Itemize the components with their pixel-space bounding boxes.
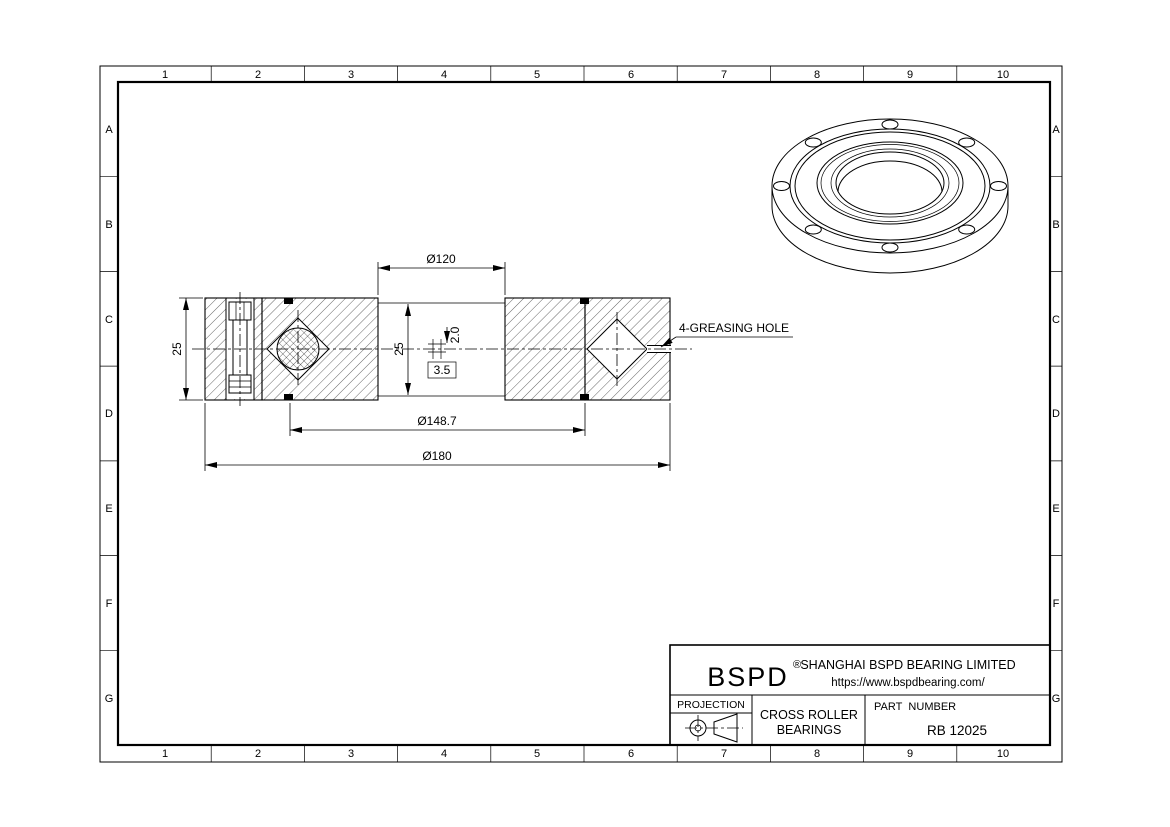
title-block: BSPD ® SHANGHAI BSPD BEARING LIMITED htt… — [669, 644, 1051, 746]
product-name-line2: BEARINGS — [777, 723, 842, 737]
grid-col-label: 1 — [162, 748, 168, 760]
grid-row-label: B — [105, 219, 112, 231]
raceway-gap-edge — [794, 131, 986, 241]
grid-row-label: A — [1052, 124, 1060, 136]
first-angle-projection-icon — [685, 713, 743, 743]
outer-ring-inner-edge — [789, 128, 991, 244]
callout-leader — [660, 336, 677, 348]
dim-grease-depth-label: 2.0 — [448, 326, 462, 343]
grid-row-label: A — [105, 124, 113, 136]
grid-col-label: 1 — [162, 69, 168, 81]
grid-row-label: E — [1052, 503, 1059, 515]
bore-inner-wall — [837, 160, 943, 193]
bolt-hole — [881, 242, 899, 253]
greasing-hole-callout: 4-GREASING HOLE — [679, 321, 789, 335]
company-logo: BSPD — [707, 662, 789, 692]
dim-grease-width-label: 3.5 — [434, 363, 451, 377]
bolt-socket — [235, 302, 245, 320]
grid-col-label: 9 — [907, 69, 913, 81]
company-name: SHANGHAI BSPD BEARING LIMITED — [800, 658, 1015, 672]
bolt-hole — [804, 137, 822, 148]
outer-border — [99, 65, 1063, 763]
bolt-hole — [804, 224, 822, 235]
bore-area — [379, 299, 504, 399]
bolt-hole — [958, 224, 976, 235]
ext-lines-bore — [377, 262, 506, 295]
seal-strip — [580, 298, 589, 304]
grid-col-label: 4 — [441, 748, 447, 760]
grid-row-label: D — [105, 408, 113, 420]
grid-row-label: D — [1052, 408, 1060, 420]
grid-col-label: 5 — [534, 69, 540, 81]
dim-width-inner-label: 25 — [392, 342, 406, 356]
grid-reference-labels: 1 2 3 4 5 6 7 8 9 10 1 2 3 4 5 6 7 8 9 1… — [105, 69, 1061, 760]
grid-row-label: C — [1052, 314, 1060, 326]
cross-section-view — [192, 292, 692, 406]
dimension-annotations: Ø120 Ø148.7 Ø180 25 25 2.0 3.5 4-GREASIN… — [170, 252, 793, 471]
part-number-label: PART NUMBER — [874, 701, 956, 713]
ext-lines-outer — [204, 403, 671, 471]
bolt-hole — [773, 181, 790, 191]
projection-cone — [713, 713, 738, 743]
bolt-holes — [773, 119, 1007, 253]
grid-tick-marks — [100, 66, 1062, 762]
grid-col-label: 8 — [814, 69, 820, 81]
grid-col-label: 10 — [997, 69, 1009, 81]
grid-col-label: 8 — [814, 748, 820, 760]
grid-row-label: B — [1052, 219, 1059, 231]
dim-width-label: 25 — [170, 342, 184, 356]
seal-strip — [580, 394, 589, 400]
grid-col-label: 2 — [255, 748, 261, 760]
bolt-hole — [881, 119, 899, 130]
seal-strip — [284, 298, 293, 304]
grid-col-label: 5 — [534, 748, 540, 760]
grid-row-label: F — [106, 598, 113, 610]
bore-chamfer-lines — [378, 302, 505, 397]
grid-col-label: 6 — [628, 69, 634, 81]
grid-col-label: 6 — [628, 748, 634, 760]
bolt-hole — [990, 181, 1007, 191]
seal-strip — [284, 394, 293, 400]
grid-row-label: F — [1053, 598, 1060, 610]
dim-pitch-label: Ø148.7 — [417, 414, 457, 428]
grid-row-label: C — [105, 314, 113, 326]
grid-row-label: G — [1052, 693, 1061, 705]
sheet-frame — [99, 65, 1063, 763]
projection-label: PROJECTION — [677, 699, 745, 711]
grid-col-label: 7 — [721, 748, 727, 760]
isometric-view — [771, 118, 1009, 274]
grid-col-label: 9 — [907, 748, 913, 760]
bore-edge — [835, 151, 945, 215]
grid-row-label: G — [105, 693, 114, 705]
bore-chamfer-edge — [830, 148, 950, 218]
grid-col-label: 2 — [255, 69, 261, 81]
dim-bore-label: Ø120 — [426, 252, 456, 266]
grid-col-label: 3 — [348, 69, 354, 81]
grid-row-label: E — [105, 503, 112, 515]
registered-mark: ® — [793, 659, 801, 671]
dim-outer-label: Ø180 — [422, 449, 452, 463]
grid-col-label: 7 — [721, 69, 727, 81]
title-block-dividers — [670, 694, 1050, 745]
basic-dim-box — [427, 361, 457, 379]
grid-col-label: 10 — [997, 748, 1009, 760]
company-website: https://www.bspdbearing.com/ — [831, 677, 985, 689]
part-number-value: RB 12025 — [927, 723, 987, 738]
grid-col-label: 4 — [441, 69, 447, 81]
grid-col-label: 3 — [348, 748, 354, 760]
bolt-bore-walls — [225, 298, 255, 400]
inner-ring-groove-line — [820, 144, 960, 222]
product-name-line1: CROSS ROLLER — [760, 708, 858, 722]
bolt-hole — [958, 137, 976, 148]
